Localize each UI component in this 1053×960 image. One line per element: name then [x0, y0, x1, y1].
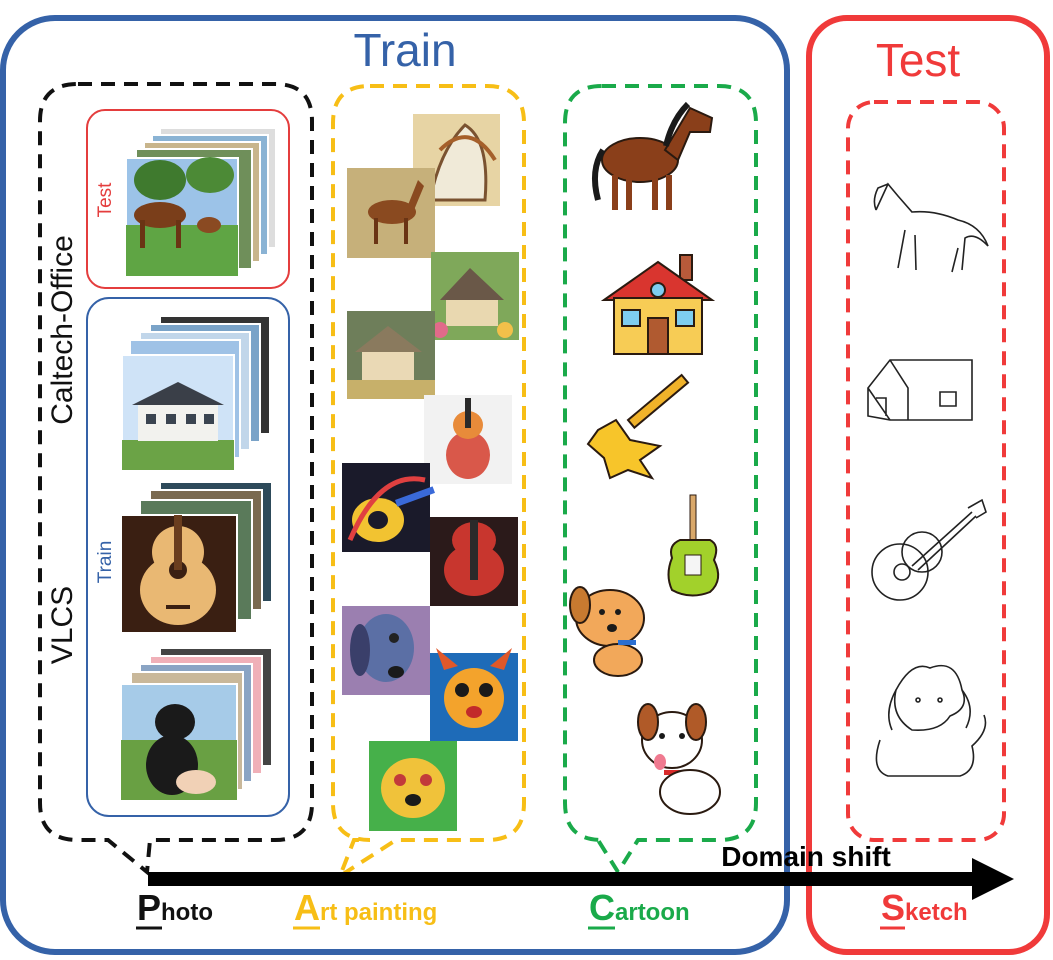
guitar-painting-2 [342, 463, 435, 552]
domain-label-art-painting: Art painting [293, 887, 437, 930]
train-title: Train [353, 24, 456, 76]
house-sketch [867, 359, 973, 421]
svg-text:Art painting: Art painting [294, 887, 437, 928]
house-cartoon [600, 254, 716, 355]
guitar-painting-3 [430, 517, 518, 606]
domain-label-sketch: Sketch [880, 887, 968, 930]
guitar-painting [424, 395, 512, 484]
cottage-painting-2 [347, 311, 435, 399]
svg-text:Cartoon: Cartoon [589, 887, 690, 928]
domain-label-photo: Photo [136, 887, 213, 930]
caltech-office-label: Caltech-Office [46, 235, 79, 425]
dog-cartoon [569, 586, 645, 677]
domain-shift-arrowhead [972, 858, 1014, 900]
puppy-cartoon [637, 703, 721, 815]
electric-guitar-cartoon [667, 494, 720, 597]
horse-sketch [873, 182, 989, 273]
dog-sketch [875, 664, 987, 777]
horse-cartoon [591, 101, 714, 210]
domain-shift-label: Domain shift [721, 841, 891, 872]
guitar-sketch [871, 498, 987, 601]
guitar-cartoon [586, 373, 690, 480]
train-region [0, 15, 790, 955]
inner-test-label: Test [95, 182, 116, 218]
dog-painting [342, 606, 430, 695]
horse-photo [125, 127, 277, 277]
dog-photo [120, 647, 273, 801]
domain-label-cartoon: Cartoon [588, 887, 690, 930]
svg-text:Photo: Photo [137, 887, 213, 928]
test-region [806, 15, 1050, 955]
inner-train-label: Train [95, 541, 116, 584]
cottage-painting [431, 252, 519, 340]
dog-painting-3 [369, 741, 457, 831]
photo-domain-callout [38, 82, 314, 876]
cartoon-domain-callout [563, 84, 758, 876]
sketch-domain-box [846, 100, 1006, 842]
dog-painting-2 [430, 648, 518, 741]
vlcs-label: VLCS [46, 586, 79, 664]
test-title: Test [876, 34, 961, 86]
photo-train-subset [86, 297, 290, 817]
photo-test-subset [86, 109, 290, 289]
horse-painting [347, 168, 435, 258]
art-domain-callout [331, 84, 526, 882]
svg-text:Sketch: Sketch [881, 887, 968, 928]
house-photo [121, 315, 271, 471]
guitar-photo [120, 481, 273, 634]
